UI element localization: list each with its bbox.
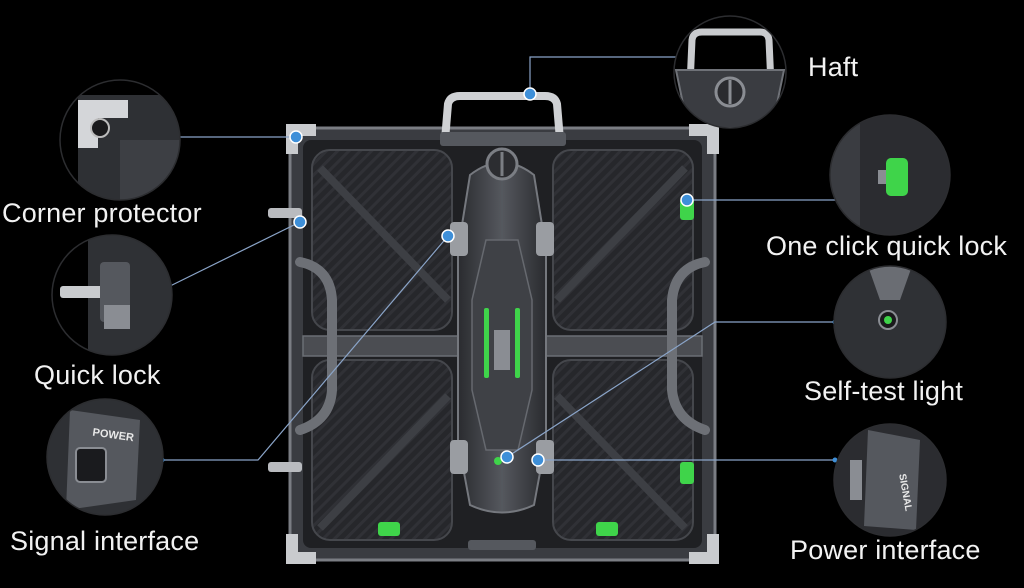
label-self-test-light: Self-test light bbox=[804, 376, 964, 406]
inset-signal-interface: POWER bbox=[47, 399, 163, 515]
leader-self-test bbox=[506, 321, 835, 458]
dot-power bbox=[531, 453, 545, 467]
leader-quick-lock bbox=[159, 221, 301, 292]
self-test-led bbox=[494, 457, 502, 465]
right-side-bar bbox=[667, 257, 710, 435]
brace-tr bbox=[554, 165, 688, 303]
dot-self-test bbox=[500, 450, 514, 464]
dot-signal bbox=[441, 229, 455, 243]
corner-tr bbox=[689, 124, 719, 154]
spine-green-light-right bbox=[515, 308, 520, 378]
connector-left-bottom bbox=[450, 440, 468, 474]
one-click-lock-right-bottom bbox=[680, 462, 694, 484]
brace-tl bbox=[317, 165, 451, 303]
label-quick-lock: Quick lock bbox=[34, 360, 161, 390]
one-click-lock-bottom-right bbox=[596, 522, 618, 536]
inset-corner-protector bbox=[60, 80, 180, 200]
connector-left-top bbox=[450, 222, 468, 256]
inset-power-interface: SIGNAL bbox=[834, 424, 946, 536]
connector-right-top bbox=[536, 222, 554, 256]
spine-green-light-left bbox=[484, 308, 489, 378]
left-side-bar bbox=[295, 257, 337, 435]
enddot-power bbox=[832, 457, 838, 463]
inset-quick-lock bbox=[52, 235, 172, 355]
bottom-slot bbox=[468, 540, 536, 550]
inset-borders bbox=[46, 15, 951, 537]
handle-base bbox=[440, 132, 566, 146]
leader-haft bbox=[529, 56, 680, 94]
leader-lines bbox=[158, 56, 840, 461]
dot-one-click bbox=[680, 193, 694, 207]
label-one-click-quick-lock: One click quick lock bbox=[766, 231, 1008, 261]
label-signal-interface: Signal interface bbox=[10, 526, 200, 556]
spine-label-plate bbox=[494, 330, 510, 370]
brace-bl bbox=[317, 393, 451, 531]
corner-bl bbox=[286, 534, 316, 564]
label-haft: Haft bbox=[808, 52, 859, 82]
quick-lock-bottom bbox=[268, 462, 302, 472]
dot-haft bbox=[523, 87, 537, 101]
led-cabinet bbox=[268, 92, 719, 564]
one-click-lock-bottom-left bbox=[378, 522, 400, 536]
inset-haft bbox=[674, 16, 786, 128]
inset-self-test-light bbox=[834, 266, 946, 378]
quick-lock-top bbox=[268, 208, 302, 218]
cabinet-handle bbox=[441, 92, 564, 141]
dot-corner bbox=[289, 130, 303, 144]
inset-power-text: POWER bbox=[92, 427, 135, 445]
leader-signal bbox=[162, 235, 449, 461]
corner-br bbox=[689, 534, 719, 564]
dot-quick-lock bbox=[293, 215, 307, 229]
label-power-interface: Power interface bbox=[790, 535, 981, 565]
brace-br bbox=[554, 393, 688, 531]
label-corner-protector: Corner protector bbox=[2, 198, 202, 228]
